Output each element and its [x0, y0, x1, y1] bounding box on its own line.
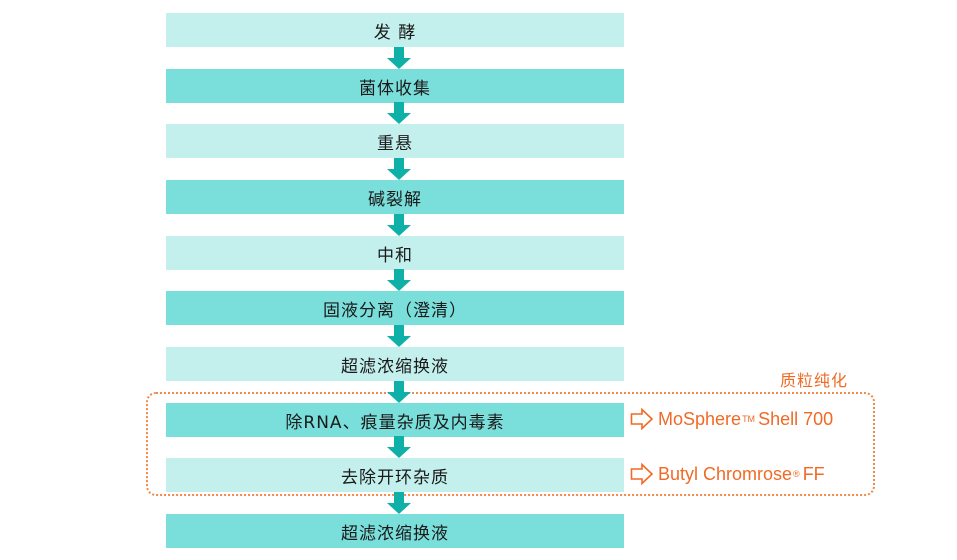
plasmid-purification-group	[146, 392, 875, 496]
down-arrow-icon	[387, 325, 411, 347]
step-alkaline-lysis: 碱裂解	[166, 180, 624, 214]
step-fermentation: 发 酵	[166, 13, 624, 47]
step-label: 碱裂解	[368, 189, 422, 210]
step-neutralization: 中和	[166, 236, 624, 270]
product-suffix: FF	[802, 463, 825, 484]
product-butyl-chromrose: Butyl Chromrose®FF	[630, 461, 825, 487]
step-ultrafiltration-2: 超滤浓缩换液	[166, 514, 624, 548]
down-arrow-icon	[387, 381, 411, 403]
step-resuspension: 重悬	[166, 124, 624, 158]
step-open-circular-removal: 去除开环杂质	[166, 458, 624, 492]
step-label: 菌体收集	[359, 78, 431, 99]
step-label: 超滤浓缩换液	[341, 523, 449, 544]
product-suffix: Shell 700	[758, 408, 834, 429]
registered-mark: ®	[793, 469, 800, 479]
down-arrow-icon	[387, 492, 411, 514]
step-cell-harvest: 菌体收集	[166, 69, 624, 103]
down-arrow-icon	[387, 47, 411, 69]
outline-arrow-right-icon	[630, 463, 654, 485]
outline-arrow-right-icon	[630, 408, 654, 430]
step-rna-endotoxin-removal: 除RNA、痕量杂质及内毒素	[166, 403, 624, 437]
step-label: 固液分离（澄清）	[323, 300, 467, 321]
product-name: Butyl Chromrose	[658, 463, 793, 484]
down-arrow-icon	[387, 436, 411, 458]
group-label: 质粒纯化	[780, 371, 849, 390]
step-clarification: 固液分离（澄清）	[166, 291, 624, 325]
step-label: 去除开环杂质	[341, 467, 449, 488]
step-label: 中和	[377, 245, 413, 266]
down-arrow-icon	[387, 158, 411, 180]
down-arrow-icon	[387, 269, 411, 291]
step-label: 发 酵	[373, 22, 417, 43]
down-arrow-icon	[387, 214, 411, 236]
trademark-mark: TM	[742, 414, 756, 424]
step-label: 重悬	[377, 133, 413, 154]
step-label: 除RNA、痕量杂质及内毒素	[285, 412, 505, 433]
step-label: 超滤浓缩换液	[341, 356, 449, 377]
product-name: MoSphere	[658, 408, 742, 429]
step-ultrafiltration-1: 超滤浓缩换液	[166, 347, 624, 381]
down-arrow-icon	[387, 102, 411, 124]
